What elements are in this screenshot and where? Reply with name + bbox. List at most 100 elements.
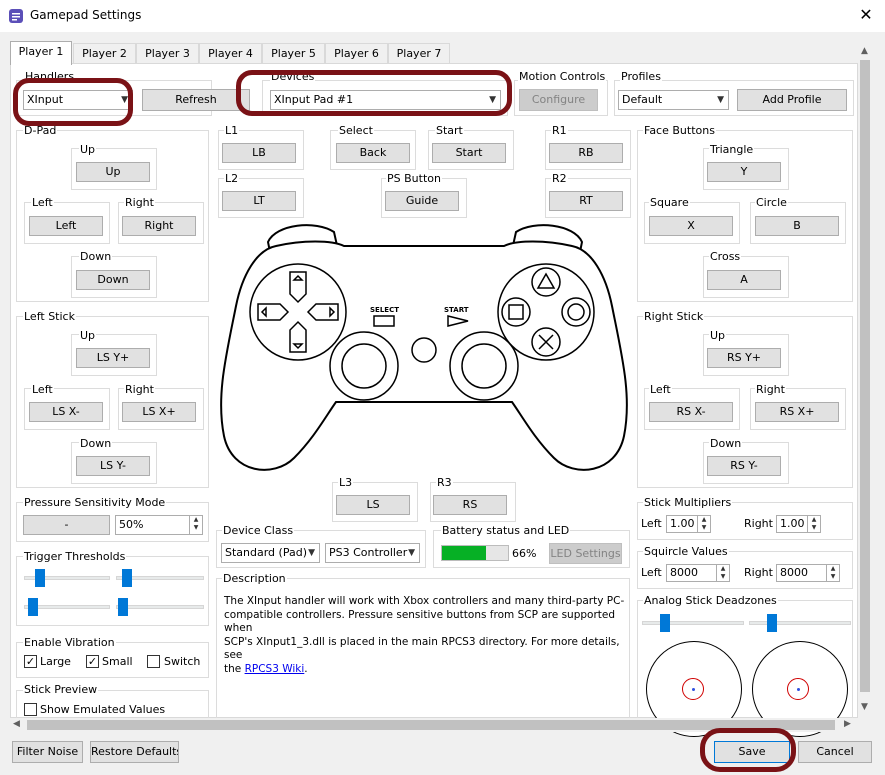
tab-player-3[interactable]: Player 3 xyxy=(136,43,199,63)
emulated-label: Show Emulated Values xyxy=(40,703,166,716)
square-button[interactable]: X xyxy=(649,216,733,236)
trigger-slider-r2[interactable] xyxy=(116,567,204,589)
triangle-button[interactable]: Y xyxy=(707,162,781,182)
dpad-right-label: Right xyxy=(124,196,155,209)
trigger-slider-r2-deadzone[interactable] xyxy=(116,596,204,618)
spin-arrows-icon[interactable]: ▲▼ xyxy=(807,516,820,532)
tab-player-1[interactable]: Player 1 xyxy=(10,41,72,65)
cross-button[interactable]: A xyxy=(707,270,781,290)
refresh-button[interactable]: Refresh xyxy=(142,89,250,111)
spin-arrows-icon[interactable]: ▲▼ xyxy=(826,565,839,581)
cross-label: Cross xyxy=(709,250,742,263)
right-deadzone-slider[interactable] xyxy=(749,612,851,634)
pressure-spinbox[interactable]: 50%▲▼ xyxy=(115,515,203,535)
ls-down-label: Down xyxy=(79,437,113,450)
r3-label: R3 xyxy=(436,476,453,489)
save-button[interactable]: Save xyxy=(714,741,790,763)
spin-arrows-icon[interactable]: ▲▼ xyxy=(716,565,729,581)
horizontal-scrollbar[interactable]: ◀ ▶ xyxy=(10,718,858,732)
close-icon[interactable]: ✕ xyxy=(859,5,873,24)
dpad-right-group xyxy=(118,202,204,244)
left-deadzone-slider[interactable] xyxy=(642,612,744,634)
ls-up-button[interactable]: LS Y+ xyxy=(76,348,150,368)
rs-right-button[interactable]: RS X+ xyxy=(755,402,839,422)
filter-noise-button[interactable]: Filter Noise xyxy=(12,741,83,763)
r3-button[interactable]: RS xyxy=(433,495,507,515)
add-profile-button[interactable]: Add Profile xyxy=(737,89,847,111)
device-class-select[interactable]: Standard (Pad)▼ xyxy=(221,543,320,563)
configure-button[interactable]: Configure xyxy=(519,89,598,111)
large-label: Large xyxy=(40,655,71,668)
stick-preview-group xyxy=(16,690,209,718)
trigger-slider-l2[interactable] xyxy=(24,567,110,589)
select-label: Select xyxy=(338,124,374,137)
right-stick-label: Right Stick xyxy=(643,310,705,323)
scroll-left-icon[interactable]: ◀ xyxy=(13,719,20,729)
led-settings-button[interactable]: LED Settings xyxy=(549,543,622,564)
l3-button[interactable]: LS xyxy=(336,495,410,515)
pressure-label: Pressure Sensitivity Mode xyxy=(23,496,167,509)
spin-arrows-icon[interactable]: ▲▼ xyxy=(697,516,710,532)
ps-label: PS Button xyxy=(386,172,442,185)
rs-up-button[interactable]: RS Y+ xyxy=(707,348,781,368)
ls-down-button[interactable]: LS Y- xyxy=(76,456,150,476)
pressure-button[interactable]: - xyxy=(23,515,110,535)
pad-start-label: START xyxy=(444,306,469,314)
dpad-up-button[interactable]: Up xyxy=(76,162,150,182)
tab-player-7[interactable]: Player 7 xyxy=(388,43,450,63)
r1-button[interactable]: RB xyxy=(549,143,623,163)
scroll-up-icon[interactable]: ▲ xyxy=(861,46,868,56)
ls-left-button[interactable]: LS X- xyxy=(29,402,103,422)
handler-select[interactable]: XInput▼ xyxy=(23,90,133,110)
squircle-right-spinbox[interactable]: 8000▲▼ xyxy=(776,564,840,582)
rs-left-button[interactable]: RS X- xyxy=(649,402,733,422)
switch-checkbox[interactable] xyxy=(147,655,160,668)
circle-button[interactable]: B xyxy=(755,216,839,236)
multiplier-left-label: Left xyxy=(641,517,662,530)
multiplier-right-spinbox[interactable]: 1.00▲▼ xyxy=(776,515,821,533)
spin-arrows-icon[interactable]: ▲▼ xyxy=(189,516,202,534)
ps-button[interactable]: Guide xyxy=(385,191,459,211)
tab-player-5[interactable]: Player 5 xyxy=(262,43,325,63)
battery-progress xyxy=(441,545,509,561)
emulated-checkbox[interactable] xyxy=(24,703,37,716)
right-stick-position xyxy=(797,688,800,691)
chevron-down-icon: ▼ xyxy=(121,95,128,105)
vertical-scrollbar[interactable]: ▲ ▼ xyxy=(858,44,872,716)
dpad-left-button[interactable]: Left xyxy=(29,216,103,236)
dpad-down-button[interactable]: Down xyxy=(76,270,150,290)
ls-up-label: Up xyxy=(79,329,97,342)
vertical-scroll-thumb[interactable] xyxy=(860,60,870,692)
large-checkbox[interactable]: ✓ xyxy=(24,655,37,668)
squircle-label: Squircle Values xyxy=(643,545,729,558)
start-button[interactable]: Start xyxy=(432,143,506,163)
scroll-down-icon[interactable]: ▼ xyxy=(861,702,868,712)
horizontal-scroll-thumb[interactable] xyxy=(27,720,835,730)
rs-up-group xyxy=(703,334,789,376)
trigger-slider-l2-deadzone[interactable] xyxy=(24,596,110,618)
rs-down-button[interactable]: RS Y- xyxy=(707,456,781,476)
ps3-controller-image: SELECT START xyxy=(220,224,628,471)
r2-button[interactable]: RT xyxy=(549,191,623,211)
squircle-left-spinbox[interactable]: 8000▲▼ xyxy=(666,564,730,582)
scroll-right-icon[interactable]: ▶ xyxy=(844,719,851,729)
device-select[interactable]: XInput Pad #1▼ xyxy=(270,90,501,110)
controller-type-select[interactable]: PS3 Controller▼ xyxy=(325,543,420,563)
tab-player-2[interactable]: Player 2 xyxy=(73,43,136,63)
tab-player-6[interactable]: Player 6 xyxy=(325,43,388,63)
l2-button[interactable]: LT xyxy=(222,191,296,211)
restore-defaults-button[interactable]: Restore Defaults xyxy=(90,741,179,763)
dpad-right-button[interactable]: Right xyxy=(122,216,196,236)
left-deadzone-circle xyxy=(682,678,704,700)
r2-group xyxy=(545,178,631,218)
select-button[interactable]: Back xyxy=(336,143,410,163)
profile-select[interactable]: Default▼ xyxy=(618,90,729,110)
tab-player-4[interactable]: Player 4 xyxy=(199,43,262,63)
small-checkbox[interactable]: ✓ xyxy=(86,655,99,668)
start-group xyxy=(428,130,514,170)
cancel-button[interactable]: Cancel xyxy=(798,741,872,763)
rpcs3-wiki-link[interactable]: RPCS3 Wiki xyxy=(244,662,305,675)
l1-button[interactable]: LB xyxy=(222,143,296,163)
ls-right-button[interactable]: LS X+ xyxy=(122,402,196,422)
multiplier-left-spinbox[interactable]: 1.00▲▼ xyxy=(666,515,711,533)
